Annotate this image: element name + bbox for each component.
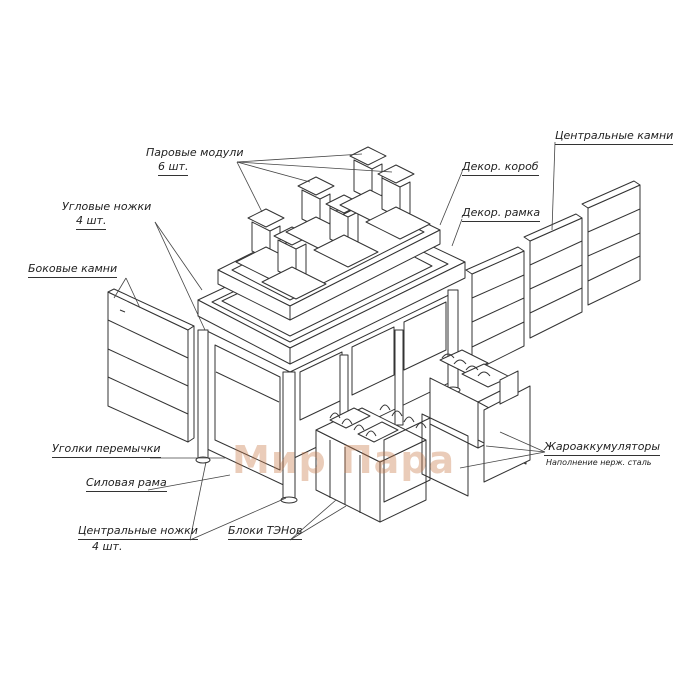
label-steam-modules-qty: 6 шт. — [158, 160, 189, 176]
label-heat-accumulators-note: Наполнение нерж. сталь — [546, 458, 652, 467]
label-heat-accumulators: Жароаккумуляторы — [544, 440, 661, 456]
label-heater-blocks: Блоки ТЭНов — [228, 524, 303, 540]
heat-accumulators — [429, 349, 531, 483]
label-corner-legs: Угловые ножки — [62, 200, 152, 213]
label-jumper-angles: Уголки перемычки — [52, 442, 161, 458]
label-power-frame: Силовая рама — [86, 476, 167, 492]
label-central-legs-qty: 4 шт. — [92, 540, 123, 553]
central-stones-panels — [465, 180, 641, 373]
label-decor-box: Декор. короб — [462, 160, 539, 176]
leader-lines — [113, 141, 556, 541]
label-central-stones: Центральные камни — [555, 129, 674, 145]
side-stones-panel — [107, 288, 195, 443]
label-side-stones: Боковые камни — [28, 262, 118, 278]
label-steam-modules: Паровые модули — [146, 146, 244, 159]
watermark: Мир Пара — [232, 438, 456, 482]
power-frame — [204, 291, 456, 489]
steam-modules — [235, 146, 431, 300]
label-decor-frame: Декор. рамка — [462, 206, 541, 222]
label-corner-legs-qty: 4 шт. — [76, 214, 107, 230]
heater-blocks — [315, 404, 469, 523]
label-central-legs: Центральные ножки — [78, 524, 198, 540]
